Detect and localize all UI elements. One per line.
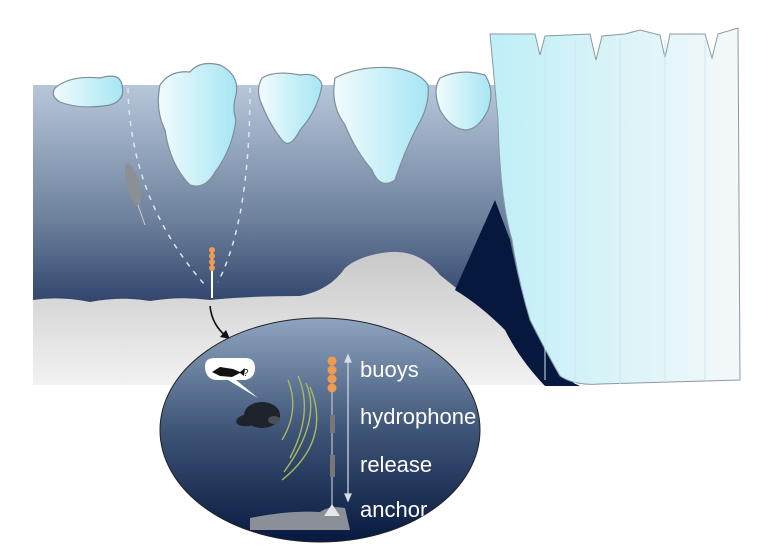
buoy [327,383,337,393]
release-device [330,455,335,477]
label-release: release [360,452,432,477]
narwhal-icon [124,163,146,226]
label-anchor: anchor [360,497,427,522]
mooring-path [127,87,251,286]
inset-seafloor [250,507,350,530]
label-hydrophone: hydrophone [360,404,476,429]
inset-detail: ? buoys hydrophone release a [159,317,481,543]
sound-waves-icon [281,375,318,481]
buoy [327,374,337,384]
anchor-device [324,504,340,516]
speech-bubble: ? [205,358,258,398]
hydrophone-device [330,415,335,433]
fish-icon [212,367,245,377]
buoy [327,365,337,375]
depth-arrow [344,353,352,503]
mooring-small [209,247,215,298]
trench [455,200,580,386]
question-mark: ? [243,368,249,379]
icebergs [52,62,492,187]
zoom-arrow [209,305,230,339]
seal-icon [236,402,280,428]
mooring-line [324,356,340,516]
label-buoys: buoys [360,357,419,382]
buoy [327,356,337,366]
